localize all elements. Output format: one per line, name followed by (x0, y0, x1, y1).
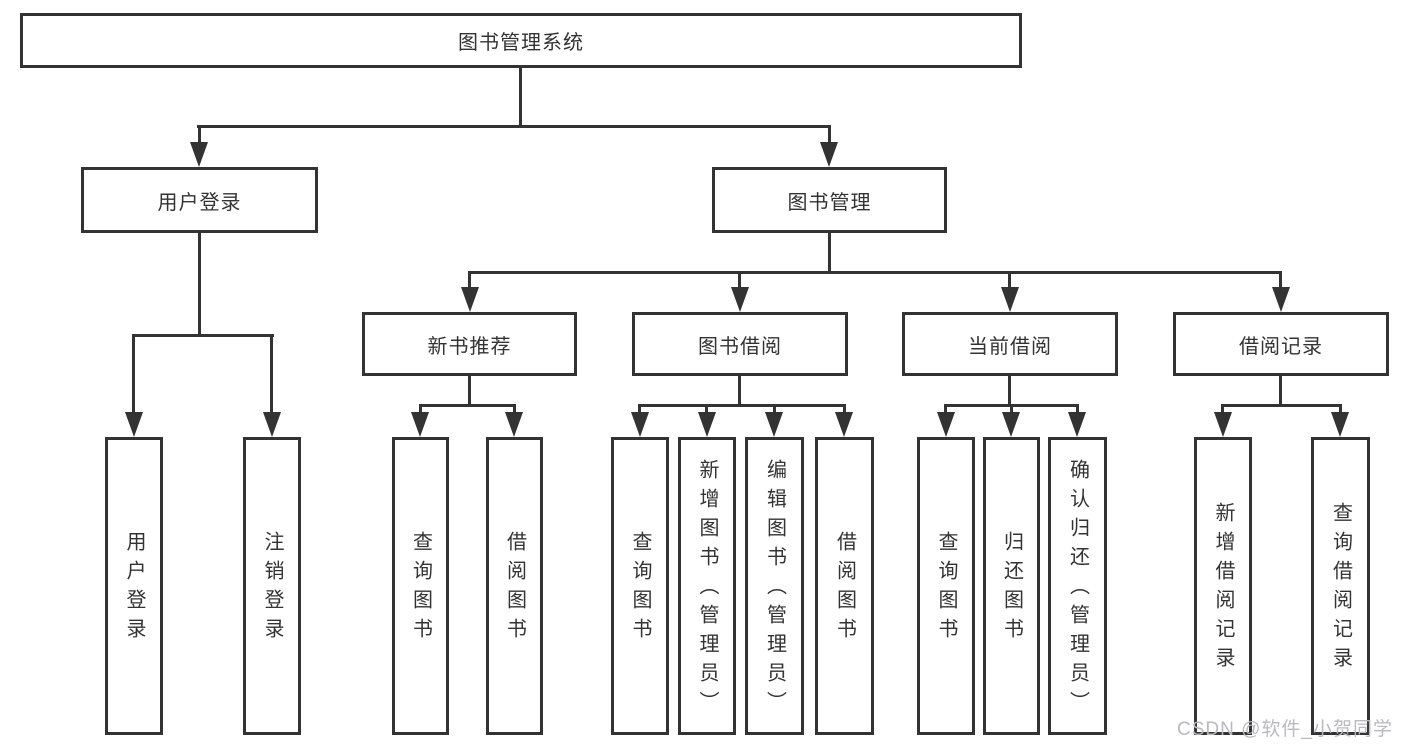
arrowhead-br (1272, 287, 1290, 312)
connector-root-stem (519, 68, 522, 128)
connector-drop-cb (1008, 271, 1011, 289)
leaf-bb-add-book-admin: 新增图书（管理员） (678, 437, 736, 735)
connector-br-rail (1221, 404, 1342, 407)
arrowhead-cb-return (1002, 412, 1020, 437)
leaf-cb-query-book: 查询图书 (917, 437, 975, 735)
csdn-watermark: CSDN @软件_小贺同学 (1177, 719, 1393, 740)
arrowhead-cb-confirm (1068, 412, 1086, 437)
connector-drop-bb (738, 271, 741, 289)
arrowhead-nbr-borrow (505, 412, 523, 437)
connector-drop-br (1279, 271, 1282, 289)
connector-drop-leaf-login (132, 334, 135, 416)
connector-cb-stem (1008, 376, 1011, 407)
node-user-login: 用户登录 (81, 167, 318, 233)
arrowhead-br-query (1331, 412, 1349, 437)
leaf-nbr-borrow-book: 借阅图书 (486, 437, 543, 735)
connector-user-login-rail (132, 334, 274, 337)
arrowhead-bb-add (698, 412, 716, 437)
connector-drop-bb-query (638, 404, 641, 416)
arrowhead-cb (1001, 287, 1019, 312)
node-book-borrow: 图书借阅 (632, 312, 848, 376)
arrowhead-bb-borrow (835, 412, 853, 437)
connector-drop-leaf-logout (270, 334, 273, 416)
leaf-bb-borrow-book: 借阅图书 (815, 437, 874, 735)
connector-br-stem (1279, 376, 1282, 407)
arrowhead-leaf-logout (263, 412, 281, 437)
connector-level2-rail (197, 125, 831, 128)
connector-user-login-stem (198, 233, 201, 337)
leaf-logout: 注销登录 (243, 437, 301, 735)
connector-drop-user-login (198, 125, 201, 145)
connector-level3-rail (468, 271, 1282, 274)
arrowhead-bb-query (631, 412, 649, 437)
connector-drop-cb-confirm (1076, 404, 1079, 416)
leaf-br-add-record: 新增借阅记录 (1194, 437, 1252, 735)
connector-drop-bb-borrow (843, 404, 846, 416)
arrowhead-cb-query (937, 412, 955, 437)
leaf-user-login: 用户登录 (105, 437, 163, 735)
connector-drop-cb-query (944, 404, 947, 416)
connector-drop-nbr-query (419, 404, 422, 416)
leaf-br-query-record: 查询借阅记录 (1311, 437, 1370, 735)
arrowhead-user-login (190, 142, 208, 167)
arrowhead-nbr-query (411, 412, 429, 437)
node-root: 图书管理系统 (20, 13, 1022, 68)
node-current-borrow: 当前借阅 (902, 312, 1118, 376)
arrowhead-nbr (461, 287, 479, 312)
connector-nbr-rail (419, 404, 516, 407)
connector-book-mgmt-stem (828, 233, 831, 274)
leaf-cb-confirm-return-admin: 确认归还（管理员） (1048, 437, 1107, 735)
connector-drop-cb-return (1010, 404, 1013, 416)
connector-drop-bb-add (705, 404, 708, 416)
arrowhead-bb (731, 287, 749, 312)
connector-bb-rail (638, 404, 846, 407)
arrowhead-leaf-login (125, 412, 143, 437)
arrowhead-book-mgmt (820, 142, 838, 167)
connector-nbr-stem (468, 376, 471, 407)
connector-drop-nbr-borrow (513, 404, 516, 416)
arrowhead-br-add (1214, 412, 1232, 437)
arrowhead-bb-edit (765, 412, 783, 437)
connector-drop-book-mgmt (828, 125, 831, 145)
leaf-bb-query-book: 查询图书 (611, 437, 669, 735)
connector-drop-bb-edit (773, 404, 776, 416)
node-new-book-recommend: 新书推荐 (362, 312, 577, 376)
connector-drop-br-query (1339, 404, 1342, 416)
connector-drop-nbr (468, 271, 471, 289)
connector-bb-stem (738, 376, 741, 407)
leaf-nbr-query-book: 查询图书 (392, 437, 449, 735)
node-borrow-record: 借阅记录 (1173, 312, 1389, 376)
leaf-cb-return-book: 归还图书 (983, 437, 1040, 735)
leaf-bb-edit-book-admin: 编辑图书（管理员） (745, 437, 804, 735)
connector-drop-br-add (1221, 404, 1224, 416)
node-book-management: 图书管理 (712, 167, 947, 233)
